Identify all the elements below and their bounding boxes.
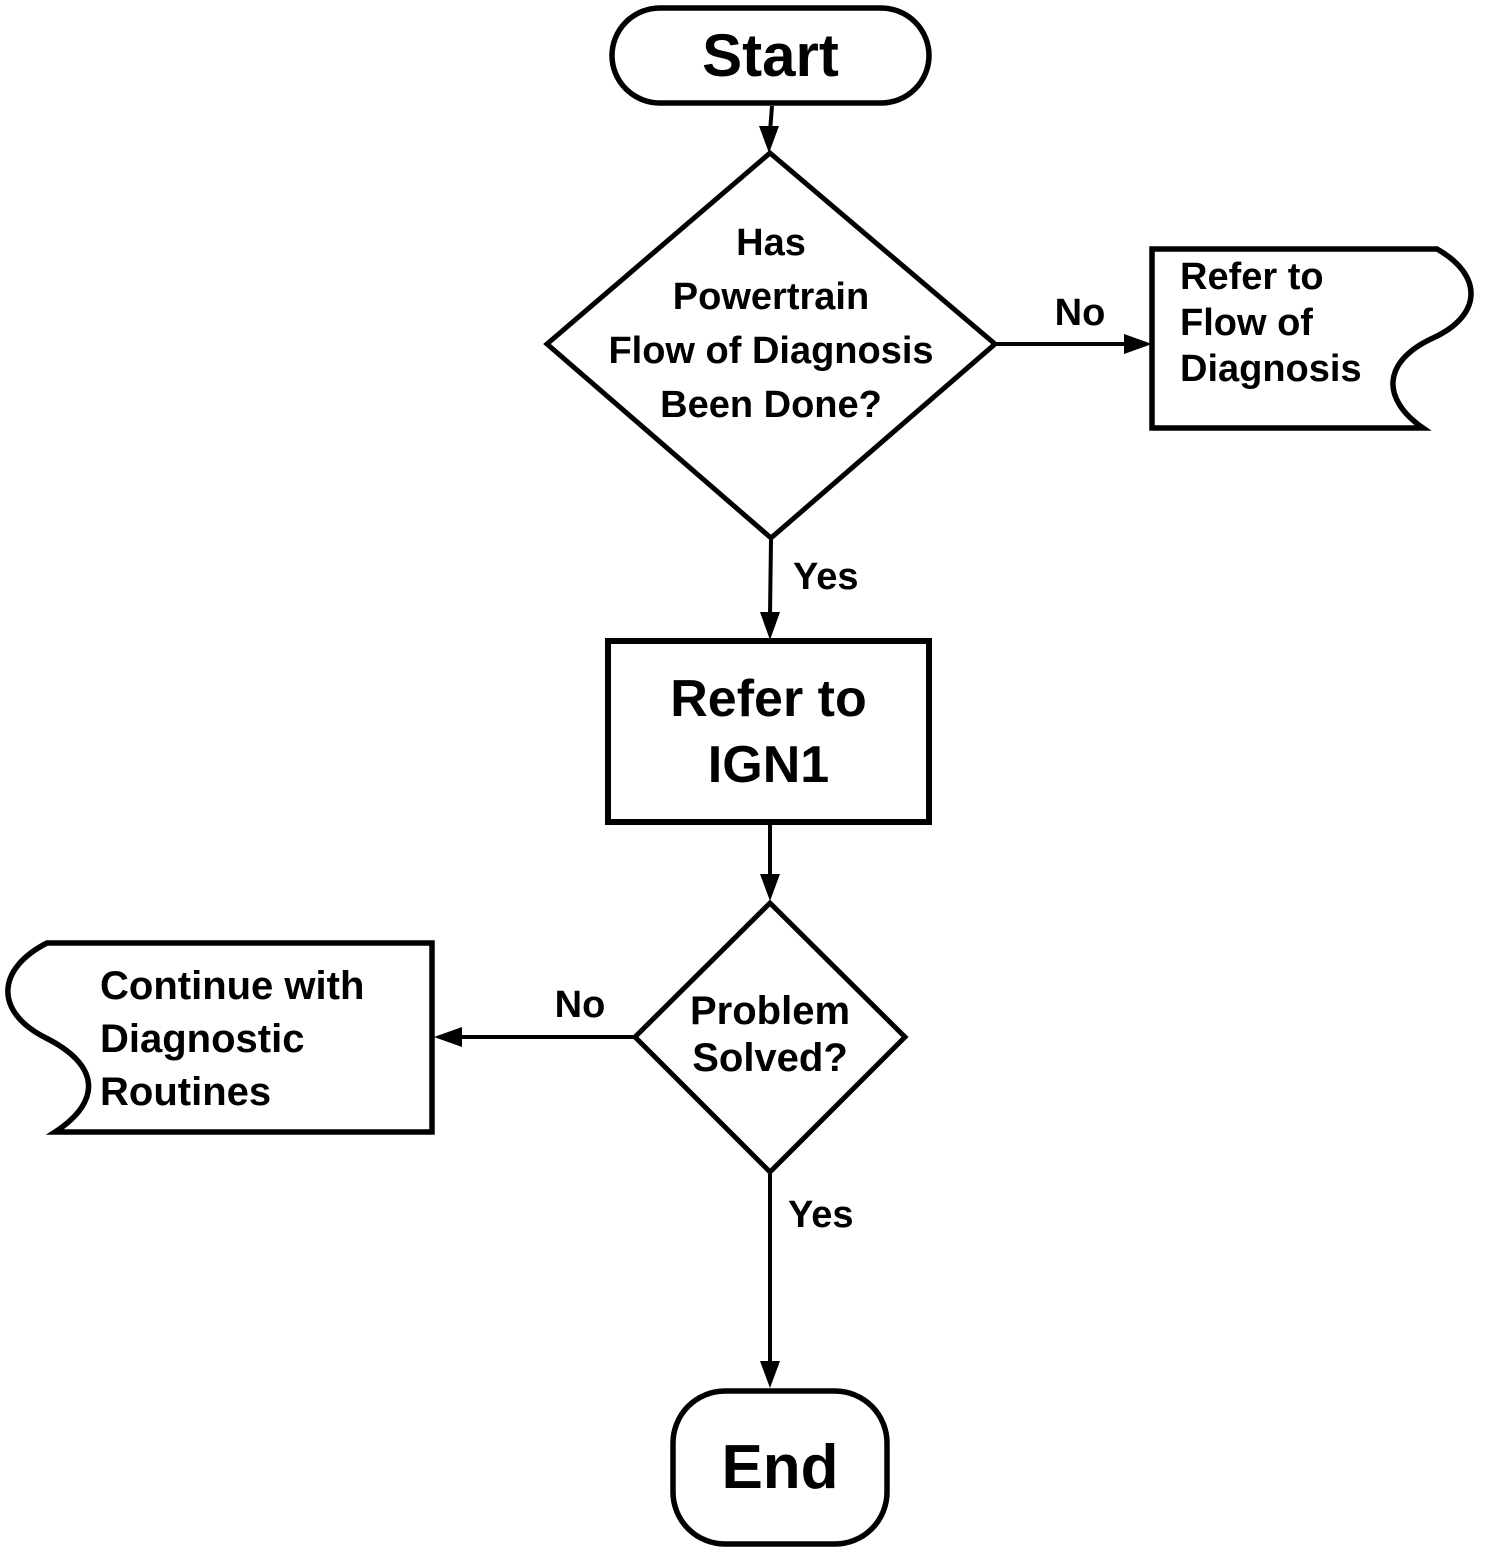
- document-flow-of-diagnosis-label: Refer to Flow of Diagnosis: [1180, 256, 1362, 390]
- process-ign1-shape: [605, 638, 932, 825]
- arrowhead-down-icon: [760, 612, 780, 640]
- arrowhead-down-icon: [760, 1361, 780, 1388]
- document-diagnostic-routines-label: Continue with Diagnostic Routines: [100, 964, 365, 1114]
- process-ign1-label: Refer to IGN1: [670, 669, 867, 794]
- decision2-label: Problem Solved?: [689, 989, 851, 1080]
- start-node-shape: [609, 5, 932, 106]
- edge-process-to-decision2: [760, 824, 780, 901]
- arrowhead-right-icon: [1124, 334, 1152, 354]
- edge-decision2-yes: [760, 1174, 780, 1388]
- decision1-label: Has Powertrain Flow of Diagnosis Been Do…: [608, 222, 934, 426]
- end-node-shape: [670, 1388, 890, 1547]
- edge-label-decision2-no: No: [554, 984, 606, 1026]
- document-flow-of-diagnosis-shape: [1149, 246, 1474, 431]
- edge-decision2-no: [434, 1027, 633, 1047]
- edge-start-to-decision1: [759, 105, 779, 153]
- decision2-shape: [631, 899, 909, 1176]
- end-node-label: End: [721, 1433, 839, 1502]
- edge-label-decision2-yes: Yes: [788, 1194, 854, 1236]
- edge-label-decision1-yes: Yes: [793, 556, 859, 598]
- arrowhead-down-icon: [760, 874, 780, 901]
- document-diagnostic-routines-shape: [5, 940, 435, 1135]
- edge-decision1-yes: [760, 539, 780, 640]
- edge-decision1-no: [997, 334, 1152, 354]
- arrowhead-left-icon: [434, 1027, 462, 1047]
- edge-label-decision1-no: No: [1054, 292, 1106, 334]
- decision1-shape: [543, 149, 999, 542]
- arrowhead-down-icon: [759, 126, 779, 153]
- start-node-label: Start: [702, 22, 839, 89]
